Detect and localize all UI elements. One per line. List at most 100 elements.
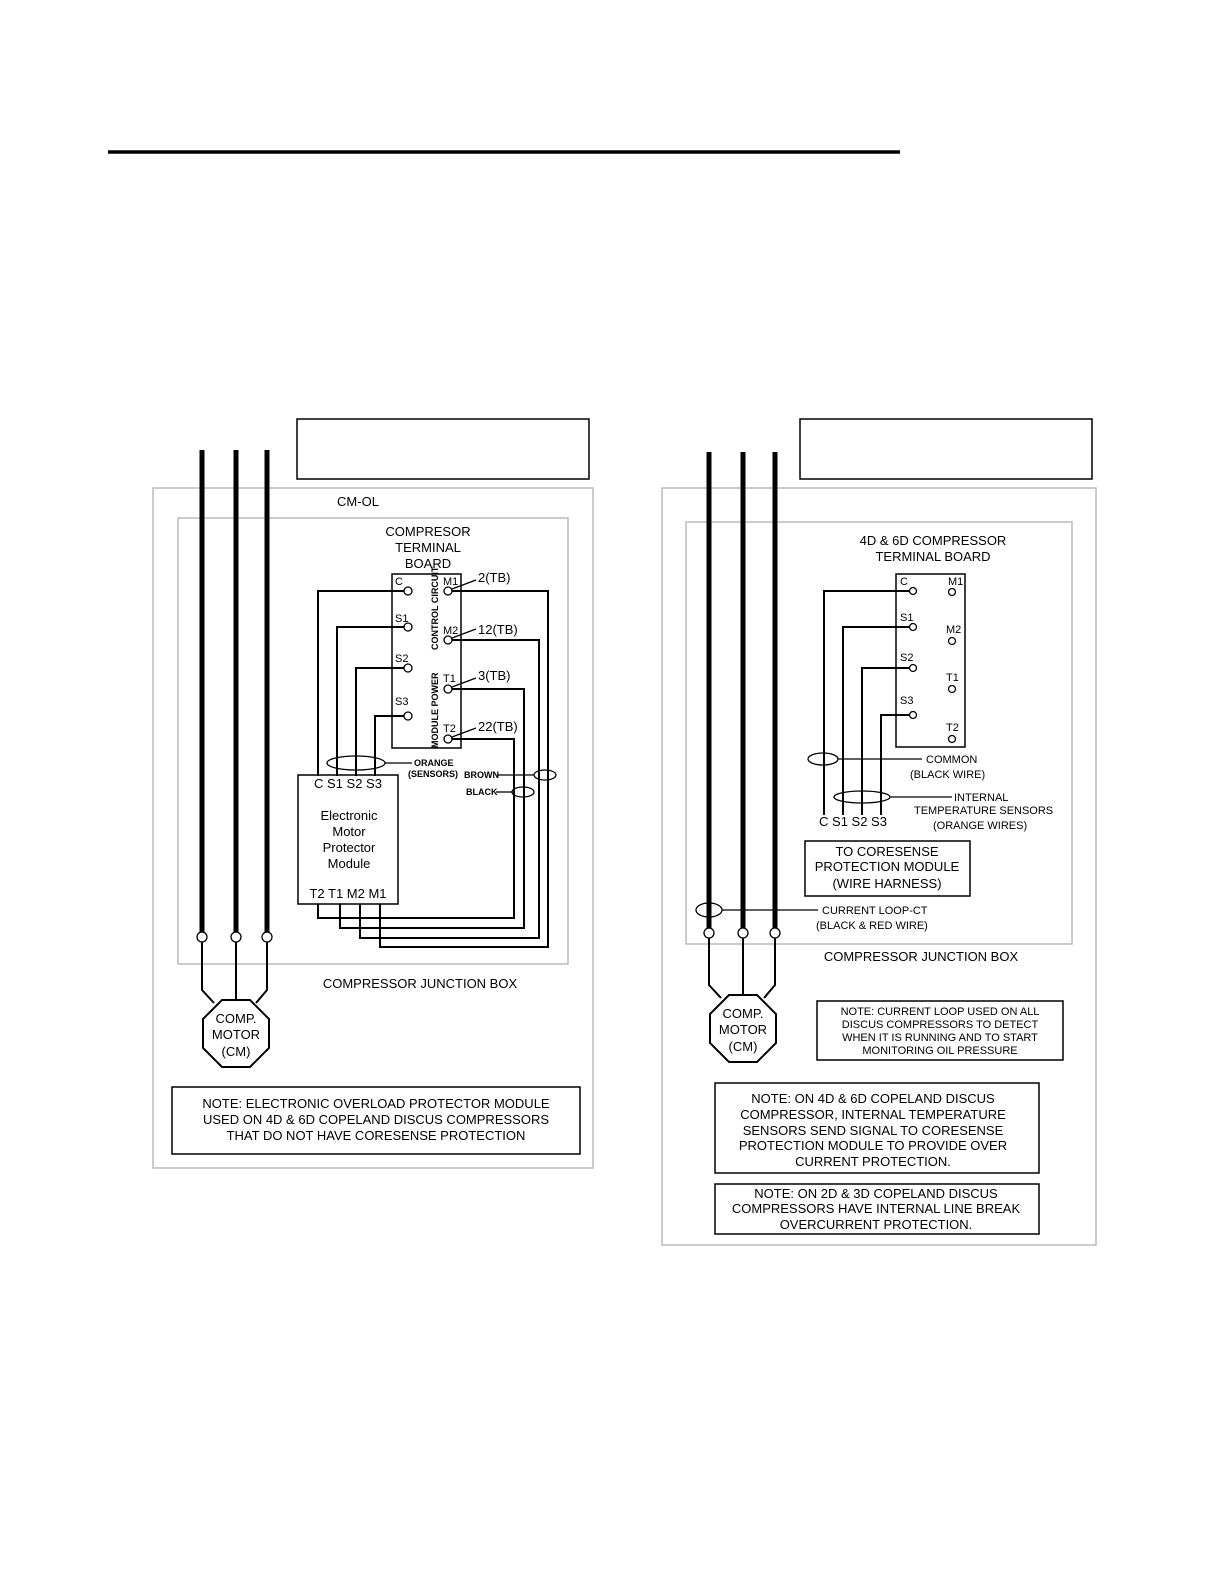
left-board-screw-t2 — [443, 734, 453, 744]
right-power-terminal-2 — [737, 927, 749, 939]
left-black-label: BLACK — [466, 787, 498, 797]
right-note2-line-4: PROTECTION MODULE TO PROVIDE OVER — [739, 1138, 1007, 1153]
left-board-screw-s2 — [403, 663, 413, 673]
left-board-term-m2: M2 — [443, 625, 458, 637]
right-board-screw-s1 — [908, 622, 918, 632]
sensors-label-2: TEMPERATURE SENSORS — [914, 805, 1053, 817]
left-ref-22tb: 22(TB) — [478, 719, 518, 734]
right-note3-line-2: COMPRESSORS HAVE INTERNAL LINE BREAK — [732, 1201, 1021, 1216]
left-motor-label-1: COMP. — [216, 1011, 257, 1026]
right-note1-line-3: WHEN IT IS RUNNING AND TO START — [842, 1032, 1038, 1044]
right-board-term-t1: T1 — [946, 672, 959, 684]
right-junction-box-label: COMPRESSOR JUNCTION BOX — [824, 949, 1019, 964]
right-board-screw-s3 — [908, 710, 918, 720]
left-board-term-s1: S1 — [395, 613, 408, 625]
module-bottom-terminals: T2 T1 M2 M1 — [309, 886, 386, 901]
left-board-screw-m2 — [443, 635, 453, 645]
left-brown-bundle — [533, 769, 557, 781]
common-label-1: COMMON — [926, 754, 977, 766]
left-board-term-c: C — [395, 576, 403, 588]
right-board-screw-t2 — [947, 734, 957, 744]
right-caption-box — [799, 418, 1093, 480]
right-note2-box — [714, 1082, 1040, 1174]
right-board-screw-t1 — [947, 684, 957, 694]
left-wire-s3 — [374, 715, 404, 776]
left-note-line-2: USED ON 4D & 6D COPELAND DISCUS COMPRESS… — [203, 1112, 549, 1127]
sensors-label-1: INTERNAL — [954, 792, 1008, 804]
left-orange-label: ORANGE — [414, 758, 454, 768]
left-terminal-board — [391, 573, 462, 749]
left-junction-box-label: COMPRESSOR JUNCTION BOX — [323, 976, 518, 991]
power-terminal-1 — [196, 931, 208, 943]
left-outer-frame — [152, 487, 594, 1169]
right-note2-line-5: CURRENT PROTECTION. — [795, 1154, 951, 1169]
left-wire-m1 — [379, 590, 549, 948]
left-note-box — [171, 1086, 581, 1155]
common-label-2: (BLACK WIRE) — [910, 769, 985, 781]
current-loop-label-1: CURRENT LOOP-CT — [822, 905, 928, 917]
right-board-term-s2: S2 — [900, 652, 913, 664]
left-wire-s1 — [336, 626, 404, 776]
coresense-box-line-2: PROTECTION MODULE — [815, 859, 960, 874]
left-board-screw-t1 — [443, 684, 453, 694]
left-ref-3tb: 3(TB) — [478, 668, 511, 683]
right-wire-c — [823, 590, 909, 815]
left-board-term-m1: M1 — [443, 576, 458, 588]
left-ref-2tb: 2(TB) — [478, 570, 511, 585]
right-motor-symbol — [709, 994, 777, 1063]
left-board-title-1: COMPRESOR — [385, 524, 470, 539]
right-note2-line-2: COMPRESSOR, INTERNAL TEMPERATURE — [740, 1107, 1006, 1122]
right-board-term-s3: S3 — [900, 695, 913, 707]
module-name-2: Motor — [332, 824, 366, 839]
left-sensors-label: (SENSORS) — [408, 769, 458, 779]
left-wire-t1 — [339, 688, 525, 929]
right-board-term-t2: T2 — [946, 722, 959, 734]
left-title: CM-OL — [337, 494, 379, 509]
left-note-line-3: THAT DO NOT HAVE CORESENSE PROTECTION — [227, 1128, 526, 1143]
left-ref-leader-2 — [451, 628, 477, 639]
left-ref-leader-4 — [451, 727, 477, 738]
right-diagram: COMP. MOTOR (CM) CURRENT LOOP-CT (BLACK … — [661, 452, 1097, 1246]
right-power-terminal-1 — [703, 927, 715, 939]
left-wire-c — [317, 590, 404, 776]
left-board-term-s2: S2 — [395, 653, 408, 665]
left-board-term-t1: T1 — [443, 673, 456, 685]
coresense-harness-box — [804, 840, 971, 897]
right-terminal-board — [895, 573, 966, 748]
left-board-title-3: BOARD — [405, 556, 451, 571]
left-module-power-label: MODULE POWER — [430, 672, 440, 748]
right-motor-label-1: COMP. — [723, 1006, 764, 1021]
left-ref-leader-3 — [451, 677, 477, 688]
left-diagram: CM-OL COMP. MOTOR (CM) COMPRESOR TERMINA… — [152, 450, 594, 1169]
left-wire-s2 — [355, 667, 404, 776]
right-note1-box — [816, 1000, 1064, 1061]
right-note1-line-4: MONITORING OIL PRESSURE — [862, 1045, 1017, 1057]
left-caption-box — [296, 418, 590, 480]
left-wire-t2 — [317, 738, 515, 919]
motor-lead-3 — [255, 942, 268, 1004]
left-board-term-t2: T2 — [443, 723, 456, 735]
right-board-term-c: C — [900, 576, 908, 588]
right-board-screw-s2 — [908, 663, 918, 673]
left-wire-m2 — [359, 639, 540, 939]
module-name-4: Module — [328, 856, 371, 871]
power-terminal-2 — [230, 931, 242, 943]
right-board-screw-m1 — [947, 587, 957, 597]
right-board-title-1: 4D & 6D COMPRESSOR — [860, 533, 1007, 548]
power-terminal-3 — [261, 931, 273, 943]
module-name-3: Protector — [323, 840, 376, 855]
left-board-screw-c — [403, 586, 413, 596]
right-board-screw-m2 — [947, 636, 957, 646]
right-motor-label-2: MOTOR — [719, 1022, 767, 1037]
right-note3-line-3: OVERCURRENT PROTECTION. — [780, 1217, 973, 1232]
coresense-box-line-3: (WIRE HARNESS) — [832, 876, 941, 891]
left-board-screw-s1 — [403, 622, 413, 632]
left-motor-label-3: (CM) — [222, 1044, 251, 1059]
coresense-box-line-1: TO CORESENSE — [835, 844, 938, 859]
right-board-term-s1: S1 — [900, 612, 913, 624]
electronic-motor-protector-module — [297, 774, 399, 905]
right-wire-s2 — [861, 667, 909, 815]
right-motor-lead-1 — [708, 938, 722, 999]
right-junction-box — [685, 521, 1073, 945]
